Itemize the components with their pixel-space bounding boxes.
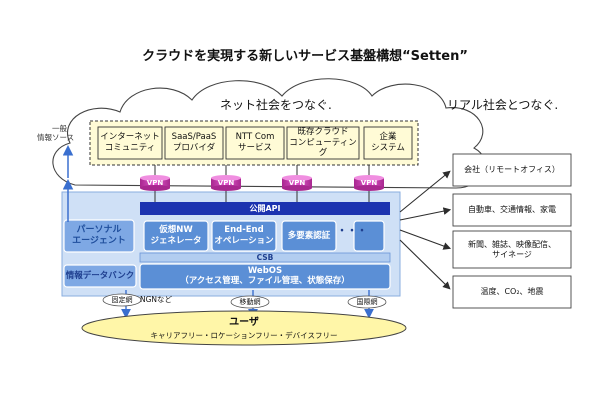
side-note-line1: 一般 bbox=[52, 124, 67, 133]
more-modules-ellipsis: ・・・ bbox=[337, 226, 367, 237]
real-society-label: リアル社会とつなぐ. bbox=[447, 98, 559, 112]
vpn-label: VPN bbox=[360, 179, 378, 188]
webos-subtitle: （アクセス管理、ファイル管理、状態保存） bbox=[180, 275, 350, 286]
real-world-line1: 自動車、交通情報、家電 bbox=[468, 205, 556, 214]
webos: WebOS （アクセス管理、ファイル管理、状態保存） bbox=[140, 264, 390, 289]
module-virtual-nw-box bbox=[143, 220, 209, 252]
vpn-cylinder-1 bbox=[140, 165, 170, 202]
right-arrow-4 bbox=[399, 239, 451, 290]
module-mfa-box bbox=[281, 220, 337, 252]
module-line2: ジェネレータ bbox=[150, 236, 202, 246]
page-title: クラウドを実現する新しいサービス基盤構想“Setten” bbox=[142, 49, 468, 64]
vpn-label: VPN bbox=[146, 179, 164, 188]
webos-box bbox=[139, 263, 391, 290]
service-line1: 企業 bbox=[379, 132, 397, 143]
service-line2: プロバイダ bbox=[172, 143, 216, 153]
vpn-cylinder-4 bbox=[354, 165, 384, 202]
service-line2: サービス bbox=[237, 143, 272, 153]
service-line1: 既存クラウド bbox=[297, 127, 349, 138]
real-world-office: 会社（リモートオフィス） bbox=[453, 154, 571, 186]
webos-title: WebOS bbox=[247, 265, 283, 276]
service-box-internet-community bbox=[97, 126, 163, 160]
service-line2: システム bbox=[371, 143, 405, 153]
mobile-net-label: 移動網 bbox=[239, 297, 261, 306]
personal-agent-line1: パーソナル bbox=[76, 224, 122, 235]
real-world-line1: 温度、CO₂、地震 bbox=[480, 287, 544, 296]
mobile-net-oval bbox=[230, 295, 270, 309]
right-arrow-1 bbox=[399, 170, 451, 213]
csb-bar bbox=[139, 252, 391, 263]
module-line1: 仮想NW bbox=[159, 225, 193, 236]
real-world-box-office bbox=[452, 153, 572, 187]
csb-label: CSB bbox=[256, 252, 274, 262]
vpn-label: VPN bbox=[288, 179, 306, 188]
personal-agent-line2: エージェント bbox=[72, 236, 126, 246]
module-line1: End-End bbox=[224, 225, 264, 236]
service-line1: NTT Com bbox=[235, 132, 275, 143]
module-end-end: End-End オペレーション bbox=[212, 221, 276, 251]
real-world-sensor: 温度、CO₂、地震 bbox=[453, 276, 571, 308]
module-mfa: 多要素認証 bbox=[282, 221, 336, 251]
vpn-cylinder-3 bbox=[282, 165, 312, 202]
user-ellipse bbox=[81, 310, 407, 346]
ngn-label: NGNなど bbox=[140, 295, 173, 304]
net-society-label: ネット社会をつなぐ. bbox=[220, 98, 332, 112]
intl-net-oval bbox=[347, 295, 387, 309]
module-line1: 多要素認証 bbox=[287, 230, 331, 241]
service-existing-cloud: 既存クラウド コンピューティング bbox=[287, 127, 359, 159]
module-extra-box bbox=[353, 220, 385, 252]
real-world-box-sensor bbox=[452, 275, 572, 309]
service-saas-paas: SaaS/PaaS プロバイダ bbox=[165, 127, 223, 159]
real-world-line2: サイネージ bbox=[492, 249, 532, 259]
right-arrow-2 bbox=[399, 207, 452, 221]
public-api-bar bbox=[140, 202, 390, 215]
service-line2: コミュニティ bbox=[104, 143, 156, 153]
fixed-net-label: 固定網 bbox=[111, 295, 133, 304]
service-ntt-com: NTT Com サービス bbox=[226, 127, 284, 159]
fixed-net-oval bbox=[102, 293, 142, 307]
real-world-box-vehicle bbox=[452, 193, 572, 227]
real-world-box-media bbox=[452, 230, 572, 269]
data-bank-box bbox=[63, 264, 137, 288]
service-box-enterprise bbox=[363, 126, 413, 160]
service-internet-community: インターネット コミュニティ bbox=[98, 127, 162, 159]
data-bank-label: 情報データバンク bbox=[65, 270, 135, 281]
module-end-end-box bbox=[211, 220, 277, 252]
service-box-existing-cloud bbox=[286, 126, 360, 160]
right-arrow-3 bbox=[399, 229, 452, 250]
real-world-line1: 新聞、雑誌、映像配信、 bbox=[468, 239, 556, 249]
vpn-cylinder-2 bbox=[211, 165, 241, 202]
personal-agent-box bbox=[63, 219, 135, 253]
real-world-vehicle: 自動車、交通情報、家電 bbox=[453, 194, 571, 226]
side-note-line2: 情報ソース bbox=[37, 133, 75, 142]
service-line1: インターネット bbox=[100, 132, 160, 143]
personal-agent: パーソナル エージェント bbox=[64, 220, 134, 252]
service-box-ntt-com bbox=[225, 126, 285, 160]
module-line2: オペレーション bbox=[214, 236, 274, 246]
public-api-label: 公開API bbox=[249, 203, 281, 213]
user-label: ユーザ bbox=[229, 316, 259, 328]
user-subtitle: キャリアフリー・ロケーションフリー・デバイスフリー bbox=[150, 330, 338, 340]
intl-net-label: 国際網 bbox=[356, 297, 378, 306]
vpn-label: VPN bbox=[217, 179, 235, 188]
module-virtual-nw: 仮想NW ジェネレータ bbox=[144, 221, 208, 251]
service-box-saas-paas bbox=[164, 126, 224, 160]
service-line1: SaaS/PaaS bbox=[171, 132, 217, 143]
service-enterprise: 企業 システム bbox=[364, 127, 412, 159]
real-world-line1: 会社（リモートオフィス） bbox=[464, 165, 560, 174]
service-line2: コンピューティング bbox=[289, 137, 357, 159]
real-world-media: 新聞、雑誌、映像配信、 サイネージ bbox=[453, 231, 571, 268]
